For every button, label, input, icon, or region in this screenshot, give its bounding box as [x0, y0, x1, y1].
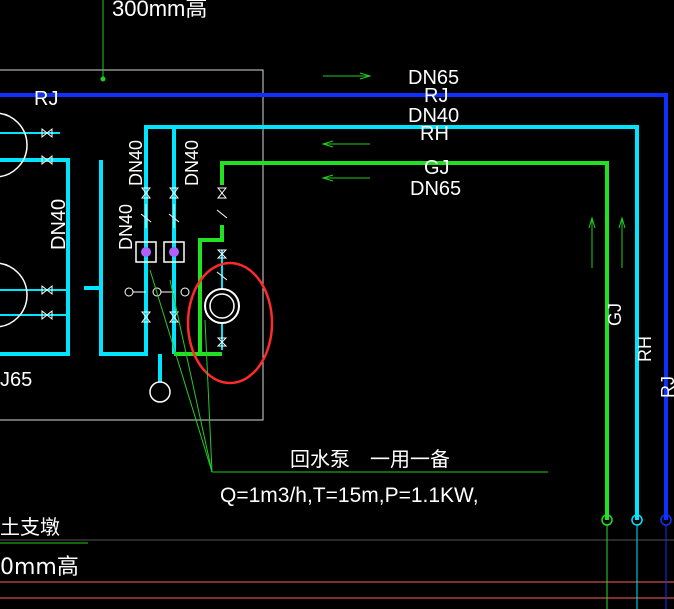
filter-unit-1: [135, 241, 157, 263]
valves: [41, 127, 228, 347]
gj-pipe: [220, 161, 609, 520]
filter-unit-1-core: [141, 247, 151, 257]
leader-3: [204, 319, 213, 473]
label-top-height: 300mm高: [112, 0, 207, 21]
check-valve-2: [168, 204, 180, 228]
check-valve-4: [216, 271, 228, 281]
arrow-rh: [321, 140, 370, 148]
gj-pump-loop: [198, 225, 224, 356]
label-rj-left: RJ: [34, 88, 58, 110]
label-gj-vert: GJ: [605, 303, 625, 326]
valve-tank-upper: [41, 127, 53, 139]
filter-unit-2: [163, 241, 185, 263]
arrow-rh-vert: [618, 216, 626, 268]
tank-upper: [0, 112, 28, 178]
label-pump-spec: Q=1m3/h,T=15m,P=1.1KW,: [220, 484, 479, 507]
pump-inner: [209, 293, 235, 319]
label-dn65-top: DN65: [408, 67, 459, 89]
label-dn65-bottom: J65: [0, 369, 32, 391]
gauges: [124, 287, 190, 297]
valve-branch-2-bottom: [168, 311, 180, 323]
leader-2: [169, 279, 213, 473]
rh-collector: [99, 160, 148, 356]
drain-fitting: [149, 381, 171, 403]
valve-pump-bottom: [216, 337, 228, 347]
arrow-gj: [321, 174, 370, 182]
label-gj-main: GJ: [424, 157, 450, 179]
valve-branch-1-top: [140, 187, 152, 199]
filter-unit-2-core: [169, 247, 179, 257]
label-dn40-left: DN40: [48, 199, 70, 250]
valve-branch-1-bottom: [140, 311, 152, 323]
valve-gj-top: [216, 187, 228, 199]
annotation-circle: [186, 261, 274, 385]
top-leader-dot: [100, 76, 106, 82]
valve-gj-mid: [216, 249, 228, 259]
arrow-gj-vert: [588, 216, 596, 268]
gauge-3: [180, 287, 190, 297]
valve-branch-2-top: [168, 187, 180, 199]
valve-tank-lower: [41, 284, 53, 296]
label-rh-main: RH: [420, 123, 449, 145]
valve-tank-lower-2: [41, 309, 53, 321]
leader-1: [149, 269, 213, 473]
tank-lower: [0, 262, 28, 328]
arrow-rj: [323, 72, 372, 80]
label-support: 土支墩: [0, 515, 60, 539]
label-rh-vert: RH: [635, 336, 655, 362]
label-dn40-v2: DN40: [182, 140, 202, 186]
check-valve-1: [140, 204, 152, 228]
label-bottom-height: 0mm高: [0, 555, 79, 580]
rj-pipe: [0, 93, 668, 520]
filter-units: [135, 241, 185, 263]
tank-pipe-upper: [0, 158, 70, 356]
pump-outer: [204, 288, 240, 324]
label-pump-title: 回水泵 一用一备: [290, 447, 450, 471]
label-dn40-rh: DN40: [408, 105, 459, 127]
flow-arrows: [321, 72, 626, 268]
check-valve-3: [216, 209, 228, 219]
label-dn40-v3: DN40: [116, 204, 136, 250]
pump-leader: [149, 269, 548, 473]
label-dn65-gj: DN65: [410, 178, 461, 200]
label-dn40-v1: DN40: [126, 140, 146, 186]
valve-tank-upper-2: [41, 154, 53, 166]
equipment-room-frame: [0, 69, 264, 421]
label-rj-vert: RJ: [658, 376, 674, 398]
label-rj-main: RJ: [424, 85, 448, 107]
